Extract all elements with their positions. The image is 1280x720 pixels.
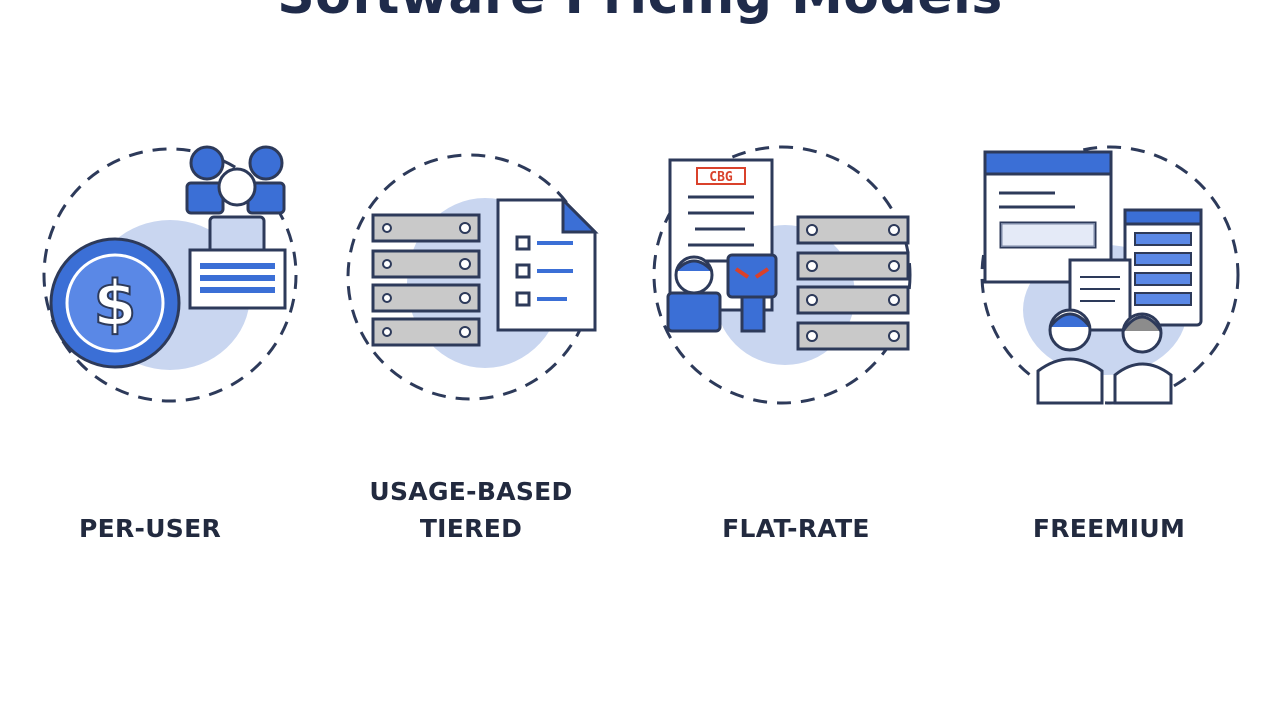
label-line: USAGE-BASED xyxy=(369,477,573,506)
svg-text:$: $ xyxy=(93,267,136,340)
freemium-icon xyxy=(975,135,1255,425)
label-line: FLAT-RATE xyxy=(722,514,870,543)
label-per-user: PER-USER xyxy=(0,510,300,547)
label-usage-based-tiered: USAGE-BASED TIERED xyxy=(321,473,621,547)
label-line: TIERED xyxy=(419,514,523,543)
label-freemium: FREEMIUM xyxy=(959,510,1259,547)
usage-based-tiered-icon xyxy=(335,135,615,425)
flat-rate-icon: CBG xyxy=(650,135,930,425)
page-title: Software Pricing Models xyxy=(0,0,1280,26)
label-line: FREEMIUM xyxy=(1032,514,1186,543)
label-flat-rate: FLAT-RATE xyxy=(646,510,946,547)
receipt-code: CBG xyxy=(709,170,733,185)
per-user-icon: $ xyxy=(30,135,310,425)
label-line: PER-USER xyxy=(78,514,222,543)
